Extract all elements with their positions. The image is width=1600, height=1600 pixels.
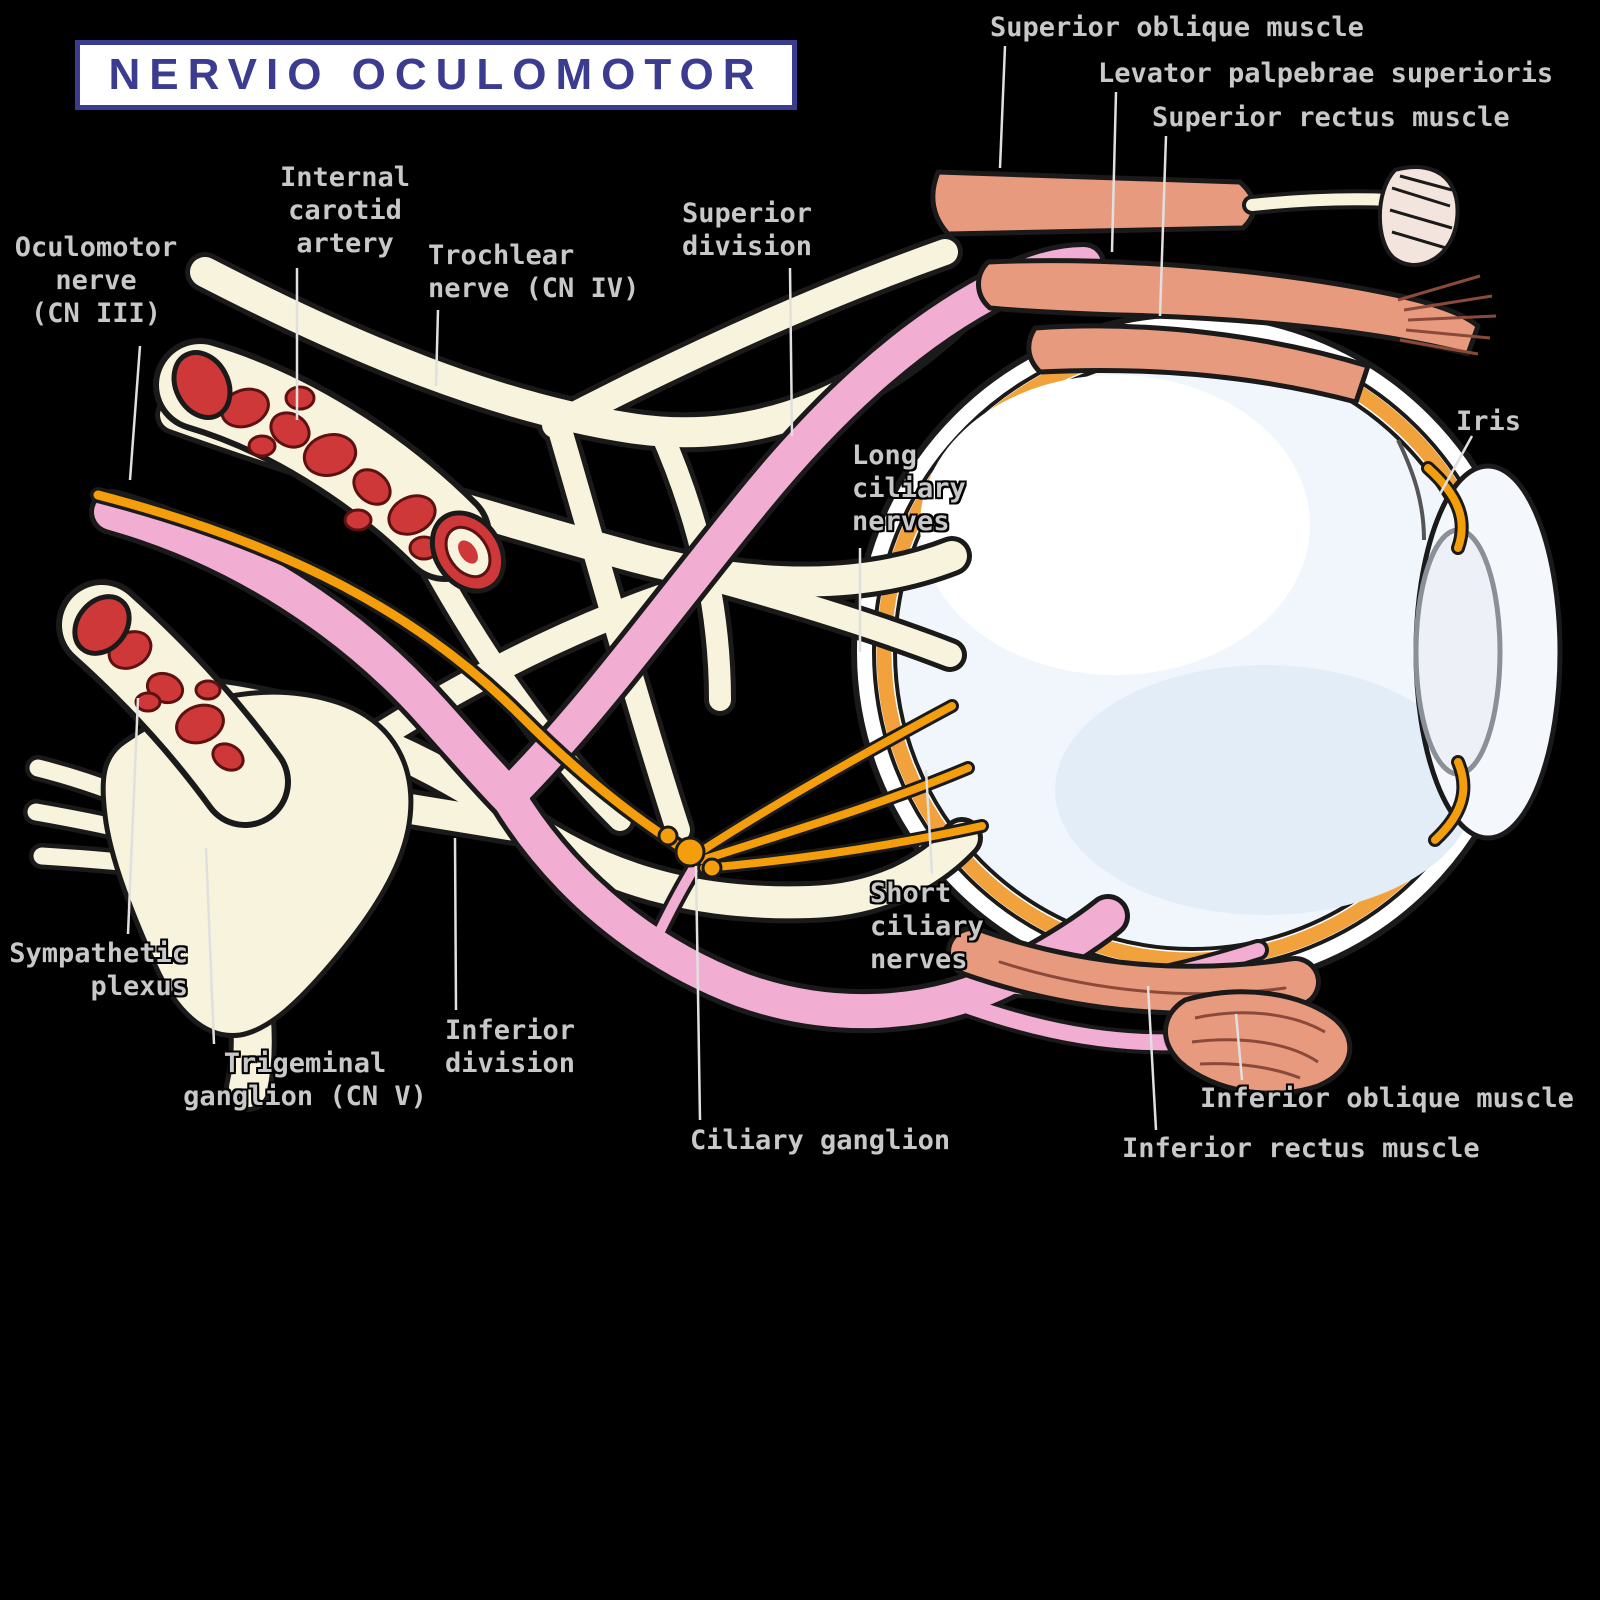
inferior-oblique-texture [1191, 1011, 1326, 1080]
label-inferior-division: Inferior division [445, 1015, 576, 1079]
sclera-highlight [920, 375, 1310, 675]
diagram-title-text: NERVIO OCULOMOTOR [108, 50, 764, 99]
label-trochlear-nerve: Trochlear nerve (CN IV) [428, 240, 640, 304]
lens [1413, 527, 1503, 777]
label-short-ciliary-nerves: Short ciliary nerves [870, 878, 984, 975]
label-trigeminal-ganglion: Trigeminal ganglion (CN V) [183, 1048, 427, 1112]
superior-rectus-muscle-shape [1026, 323, 1371, 405]
artery-cut-end [429, 510, 507, 594]
label-ciliary-ganglion: Ciliary ganglion [690, 1125, 951, 1156]
label-inferior-rectus-muscle: Inferior rectus muscle [1122, 1133, 1480, 1164]
internal-carotid-artery-lower [64, 586, 248, 782]
extraocular-muscles [930, 165, 1497, 1096]
ciliary-ganglion-shape [657, 825, 723, 879]
leader-lines [126, 45, 1474, 1131]
label-superior-rectus-muscle: Superior rectus muscle [1152, 102, 1510, 133]
label-long-ciliary-nerves: Long ciliary nerves [852, 440, 966, 537]
ora-serrata-line [1396, 439, 1426, 541]
trigeminal-ganglion-shape [100, 689, 414, 1039]
label-superior-oblique-muscle: Superior oblique muscle [990, 12, 1364, 43]
cranial-nerve-branches-cream [36, 252, 962, 1088]
levator-striations [1397, 274, 1497, 356]
label-inferior-oblique-muscle: Inferior oblique muscle [1200, 1083, 1574, 1114]
label-superior-division: Superior division [682, 198, 813, 262]
label-oculomotor-nerve: Oculomotor nerve (CN III) [14, 232, 178, 329]
superior-oblique-muscle-shape [930, 169, 1257, 237]
label-sympathetic-plexus: Sympathetic plexus [9, 938, 188, 1002]
sympathetic-fibers-orange [98, 468, 1463, 879]
label-internal-carotid-artery: Internal carotid artery [279, 162, 411, 259]
label-levator-palpebrae: Levator palpebrae superioris [1098, 58, 1554, 89]
diagram-title: NERVIO OCULOMOTOR [75, 40, 797, 110]
vitreous-shade [1055, 665, 1475, 915]
trochlea-shape [1377, 165, 1460, 267]
internal-carotid-artery-upper [163, 343, 507, 594]
label-iris: Iris [1456, 406, 1522, 437]
